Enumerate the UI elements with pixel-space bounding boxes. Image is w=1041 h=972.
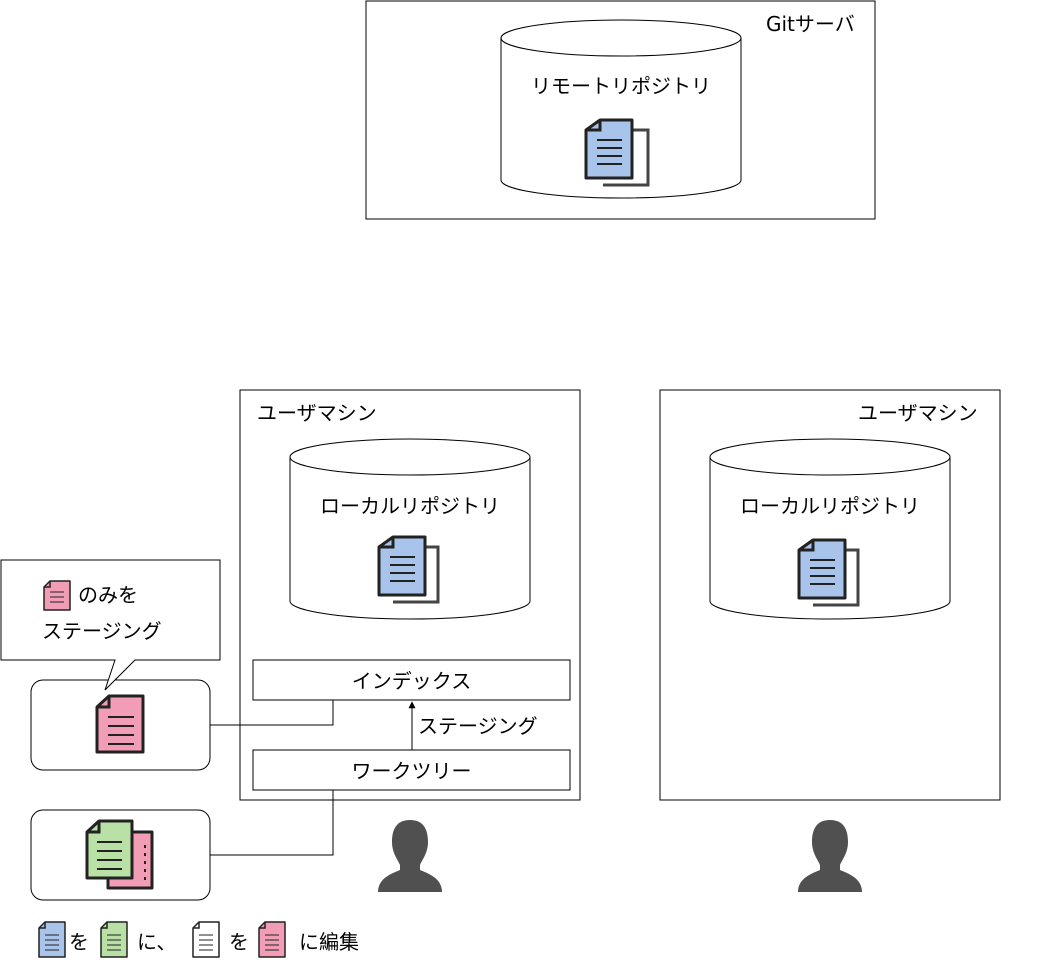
connector-index-to-pink [210,700,334,726]
callout-pink-document-icon [43,580,71,611]
worktree-box [252,749,571,791]
user-machine-left-label: ユーザマシン [257,401,377,425]
callout-line1: のみを [78,583,138,607]
person-icon-left [378,820,442,892]
person-icon-right [798,820,862,892]
local-repository-right-label: ローカルリポジトリ [740,494,920,518]
legend-blue-document-icon [38,921,66,958]
local-repository-right-cylinder [709,438,951,620]
local-repository-left-label: ローカルリポジトリ [320,494,500,518]
staged-pink-document-icon [95,694,145,754]
index-box [252,659,571,701]
legend-text-ni-edit: に編集 [299,930,359,954]
local-repo-left-document-icon [377,535,440,604]
local-repo-right-document-icon [797,538,860,607]
git-server-label: Gitサーバ [766,12,855,36]
user-machine-right-label: ユーザマシン [858,401,978,425]
connector-worktree-to-green [210,790,334,856]
legend-pink-document-icon [258,921,286,958]
remote-repository-label: リモートリポジトリ [531,74,711,98]
legend-text-wo-1: を [69,930,89,954]
legend-text-wo-2: を [229,930,249,954]
remote-repo-document-icon [584,118,650,187]
legend-text-ni-1: に、 [137,930,177,954]
index-label: インデックス [351,669,472,693]
remote-repository-cylinder [500,19,742,199]
callout-line2: ステージング [42,619,162,643]
legend-green-document-icon [100,921,128,958]
worktree-label: ワークツリー [351,759,472,783]
staging-arrow-label: ステージング [418,714,538,738]
worktree-document-stack-icon [85,819,154,890]
legend-white-document-icon [192,921,220,958]
